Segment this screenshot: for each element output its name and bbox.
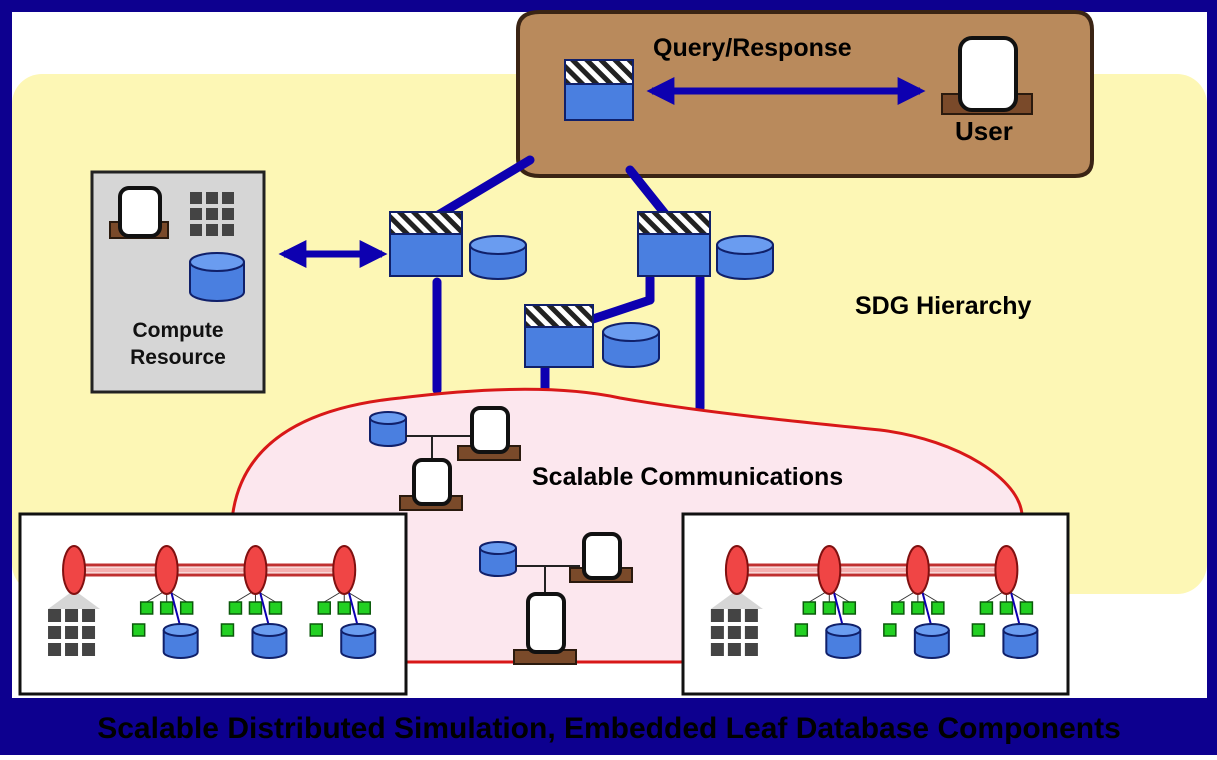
sdg-hierarchy-label: SDG Hierarchy — [855, 292, 1032, 320]
leaf-grid-cell — [744, 609, 758, 622]
leaf-green-node — [317, 601, 331, 615]
leaf-grid-cell — [65, 626, 79, 639]
leaf-grid-shadow — [48, 590, 101, 609]
user-terminal-icon — [941, 36, 1033, 115]
leaf-red-node — [817, 545, 842, 595]
leaf-green-node — [337, 601, 351, 615]
leaf-db-link — [1009, 589, 1022, 629]
leaf-green-node — [1019, 601, 1034, 615]
leaf-green-node — [794, 623, 809, 637]
leaf-database-icon — [825, 630, 862, 659]
leaf-database-icon-top — [340, 623, 377, 637]
hierarchy-links — [425, 155, 705, 413]
leaf-green-node — [131, 623, 146, 637]
leaf-db-link — [347, 589, 360, 629]
leaf-database-icon-top — [162, 623, 199, 637]
leaf-grid-cell — [65, 643, 79, 656]
query-response-label: Query/Response — [653, 34, 852, 62]
leaf-green-node — [891, 601, 905, 615]
cloud-cluster-1 — [369, 406, 521, 511]
leaf-green-node — [268, 601, 283, 615]
leaf-green-node — [979, 601, 994, 615]
leaf-database-icon-top — [825, 623, 862, 637]
leaf-db-link — [169, 589, 182, 629]
leaf-red-node — [332, 545, 357, 595]
leaf-green-node — [822, 601, 837, 615]
compute-resource-label-1: Compute — [133, 319, 224, 342]
leaf-green-node — [971, 623, 986, 637]
leaf-grid-cell — [710, 609, 724, 622]
leaf-green-node — [357, 601, 371, 615]
leaf-red-node — [154, 545, 179, 595]
leaf-database-icon — [1002, 630, 1039, 659]
grid-icon — [190, 192, 234, 236]
compute-resource-label-2: Resource — [130, 346, 226, 369]
leaf-green-node — [179, 601, 194, 615]
leaf-grid-cell — [727, 609, 741, 622]
leaf-database-icon — [251, 630, 288, 659]
database-icon — [189, 252, 245, 302]
leaf-red-node — [62, 545, 87, 595]
cloud-cluster-2 — [479, 532, 633, 665]
query-response-box: Query/Response User — [516, 10, 1094, 178]
leaf-grid-cell — [82, 643, 96, 656]
leaf-db-link — [920, 589, 933, 629]
leaf-red-node — [994, 545, 1019, 595]
leaf-database-icon — [162, 630, 199, 659]
leaf-grid-shadow — [710, 590, 763, 609]
leaf-grid-cell — [710, 643, 724, 656]
leaf-red-node — [243, 545, 268, 595]
leaf-grid-cell — [744, 643, 758, 656]
leaf-green-node — [883, 623, 897, 637]
leaf-green-node — [931, 601, 945, 615]
leaf-green-node — [228, 601, 243, 615]
leaf-green-node — [911, 601, 925, 615]
diagram-caption: Scalable Distributed Simulation, Embedde… — [97, 712, 1121, 745]
leaf-database-icon-top — [1002, 623, 1039, 637]
leaf-grid-cell — [48, 626, 62, 639]
leaf-grid-cell — [727, 626, 741, 639]
leaf-green-node — [220, 623, 235, 637]
leaf-grid-cell — [727, 643, 741, 656]
leaf-grid-cell — [65, 609, 79, 622]
leaf-grid-cell — [48, 609, 62, 622]
leaf-grid-cell — [82, 626, 96, 639]
leaf-green-node — [139, 601, 154, 615]
leaf-database-icon — [913, 630, 950, 659]
sdg-node-1 — [389, 211, 527, 280]
server-node-icon — [564, 59, 634, 121]
leaf-green-node — [248, 601, 263, 615]
leaf-database-box-right — [681, 512, 1070, 696]
leaf-grid-cell — [48, 643, 62, 656]
leaf-red-node — [724, 545, 749, 595]
leaf-green-node — [159, 601, 174, 615]
leaf-green-node — [802, 601, 817, 615]
leaf-green-node — [309, 623, 323, 637]
leaf-grid-cell — [82, 609, 96, 622]
leaf-database-icon-top — [913, 623, 950, 637]
sdg-node-2 — [637, 211, 774, 280]
leaf-grid-cell — [710, 626, 724, 639]
user-label: User — [955, 116, 1013, 146]
leaf-green-node — [842, 601, 857, 615]
leaf-database-icon-top — [251, 623, 288, 637]
leaf-db-link — [258, 589, 271, 629]
leaf-green-node — [999, 601, 1014, 615]
leaf-database-icon — [340, 630, 377, 659]
compute-resource-box: Compute Resource — [90, 170, 266, 394]
sdg-node-3 — [524, 304, 660, 368]
leaf-grid-cell — [744, 626, 758, 639]
leaf-red-node — [905, 545, 930, 595]
scalable-communications-label: Scalable Communications — [532, 463, 843, 491]
leaf-database-box-left — [18, 512, 408, 696]
leaf-db-link — [832, 589, 845, 629]
